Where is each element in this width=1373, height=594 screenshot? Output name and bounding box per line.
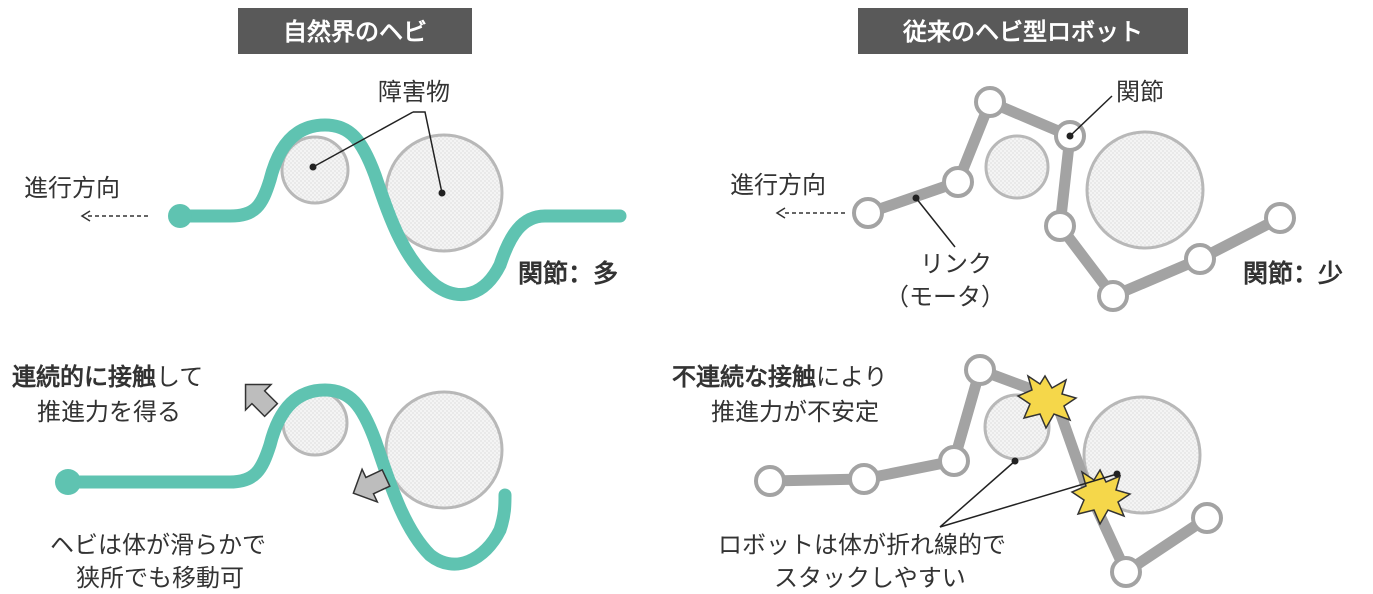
obstacle-label: 障害物 [378,78,450,106]
left-header-bg [238,8,472,54]
right-contact-line1: 不連続な接触により [672,363,888,391]
robot-joint [942,166,974,198]
left-panel: 自然界のヘビ 障害物 進行方向 関節：多 連続的に接触して 推進力を得る ヘビは… [12,8,627,592]
obstacle-pointer-line-small [312,111,414,168]
left-joints-label: 関節：多 [518,259,618,288]
left-contact-bold: 連続的に接触 [12,363,156,391]
robot-joint [964,354,996,386]
left-note-line2: 狭所でも移動可 [76,564,244,592]
robot-joint [1184,243,1216,275]
joint-pointer-line [1069,95,1113,137]
contact-spark-upper [1016,374,1078,430]
left-contact-line2: 推進力を得る [37,398,181,426]
right-direction-arrowhead [775,207,786,219]
left-contact-line1: 連続的に接触して [12,363,203,391]
robot-joint [848,463,880,495]
robot-joint [1191,502,1223,534]
left-direction-arrowhead [80,210,91,222]
snake-head-top [168,204,192,228]
right-panel: 従来のヘビ型ロボット 関節 リンク （モータ） 進行方向 関節：少 [672,8,1343,592]
right-note-line2: スタックしやすい [774,564,966,592]
left-contact-rest: して [156,363,203,391]
large-obstacle-bottom [384,390,504,510]
left-direction-label: 進行方向 [24,174,120,202]
small-obstacle-top [280,135,350,205]
robot-large-obstacle-top [1085,130,1205,250]
robot-joint [1097,280,1129,312]
robot-joints-bottom [754,354,1223,588]
right-header-bg [858,8,1188,54]
robot-joint [1044,210,1076,242]
robot-joint [754,465,786,497]
link-label: リンク [920,250,992,278]
robot-small-obstacle-top [984,134,1050,200]
joint-label: 関節 [1116,78,1164,106]
right-direction-label: 進行方向 [730,171,826,199]
thrust-arrow-upper [244,383,279,418]
right-contact-rest: により [816,363,888,391]
snake-body-bottom [61,383,512,571]
contact-pointer-line-left [939,460,1016,528]
right-note-line1: ロボットは体が折れ線的で [718,531,1006,559]
right-contact-line2: 推進力が不安定 [711,398,879,426]
robot-joint [1264,202,1296,234]
right-header: 従来のヘビ型ロボット [902,18,1143,46]
left-note-line1: ヘビは体が滑らかで [50,531,266,559]
right-joints-label: 関節：少 [1243,259,1343,288]
motor-label: （モータ） [885,283,1005,311]
robot-joint [852,197,884,229]
right-contact-bold: 不連続な接触 [672,363,816,391]
obstacle-pointer-line-large [413,111,443,194]
thrust-arrow-lower [352,467,391,504]
contact-pointer-line-right [939,473,1118,528]
robot-joint [938,445,970,477]
snake-head-bottom [55,469,81,495]
snake-body-top [173,118,627,301]
robot-joint [1110,556,1142,588]
left-header: 自然界のヘビ [283,18,427,46]
robot-joint [974,86,1006,118]
link-pointer-line [915,197,956,248]
